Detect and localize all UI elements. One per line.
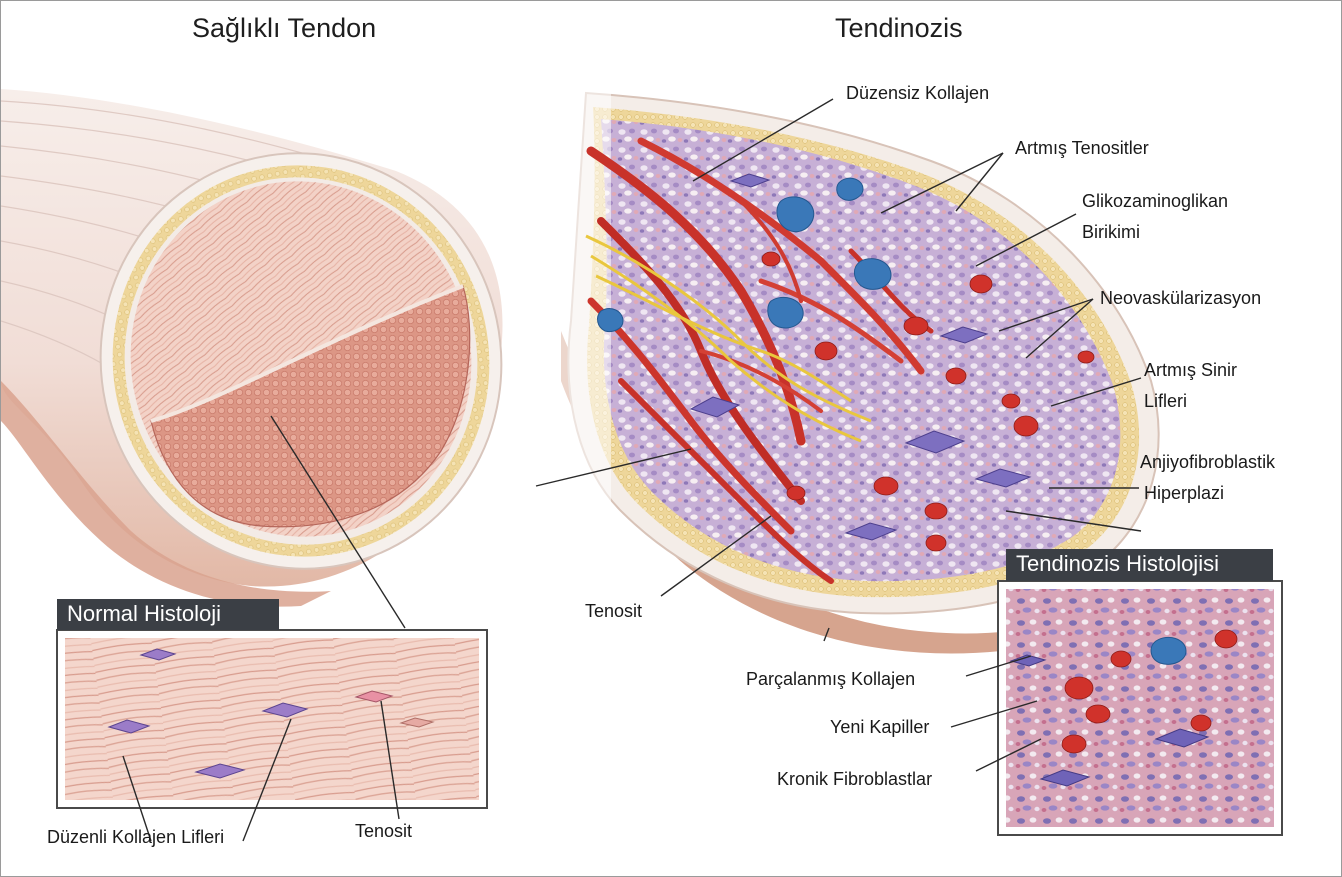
normal-histology-header: Normal Histoloji: [57, 599, 279, 629]
label-yeni-kapiller: Yeni Kapiller: [830, 712, 929, 743]
label-anjiyofibroblastik-line1: Anjiyofibroblastik: [1140, 447, 1275, 478]
label-glikozaminoglikan-line2: Birikimi: [1082, 217, 1140, 248]
label-duzensiz-kollajen: Düzensiz Kollajen: [846, 78, 989, 109]
label-artmis-tenositler: Artmış Tenositler: [1015, 133, 1149, 164]
label-neovaskularizasyon: Neovaskülarizasyon: [1100, 283, 1261, 314]
label-glikozaminoglikan-line1: Glikozaminoglikan: [1082, 186, 1228, 217]
label-tenosit-normal: Tenosit: [355, 816, 412, 847]
label-tenosit-tendinosis: Tenosit: [585, 596, 642, 627]
tendinosis-histology-header: Tendinozis Histolojisi: [1006, 549, 1273, 579]
label-anjiyofibroblastik-line2: Hiperplazi: [1144, 478, 1224, 509]
label-duzenli-kollajen: Düzenli Kollajen Lifleri: [47, 822, 224, 853]
tendinosis-histology-inset: [998, 549, 1282, 835]
label-artmis-sinir-line2: Lifleri: [1144, 386, 1187, 417]
healthy-tendon-title: Sağlıklı Tendon: [192, 13, 376, 44]
normal-histology-inset: [57, 599, 487, 808]
label-parcalanmis-kollajen: Parçalanmış Kollajen: [746, 664, 915, 695]
healthy-tendon: [1, 89, 540, 607]
label-kronik-fibroblastlar: Kronik Fibroblastlar: [777, 764, 932, 795]
tendinosis-title: Tendinozis: [835, 13, 963, 44]
label-artmis-sinir-line1: Artmış Sinir: [1144, 355, 1237, 386]
